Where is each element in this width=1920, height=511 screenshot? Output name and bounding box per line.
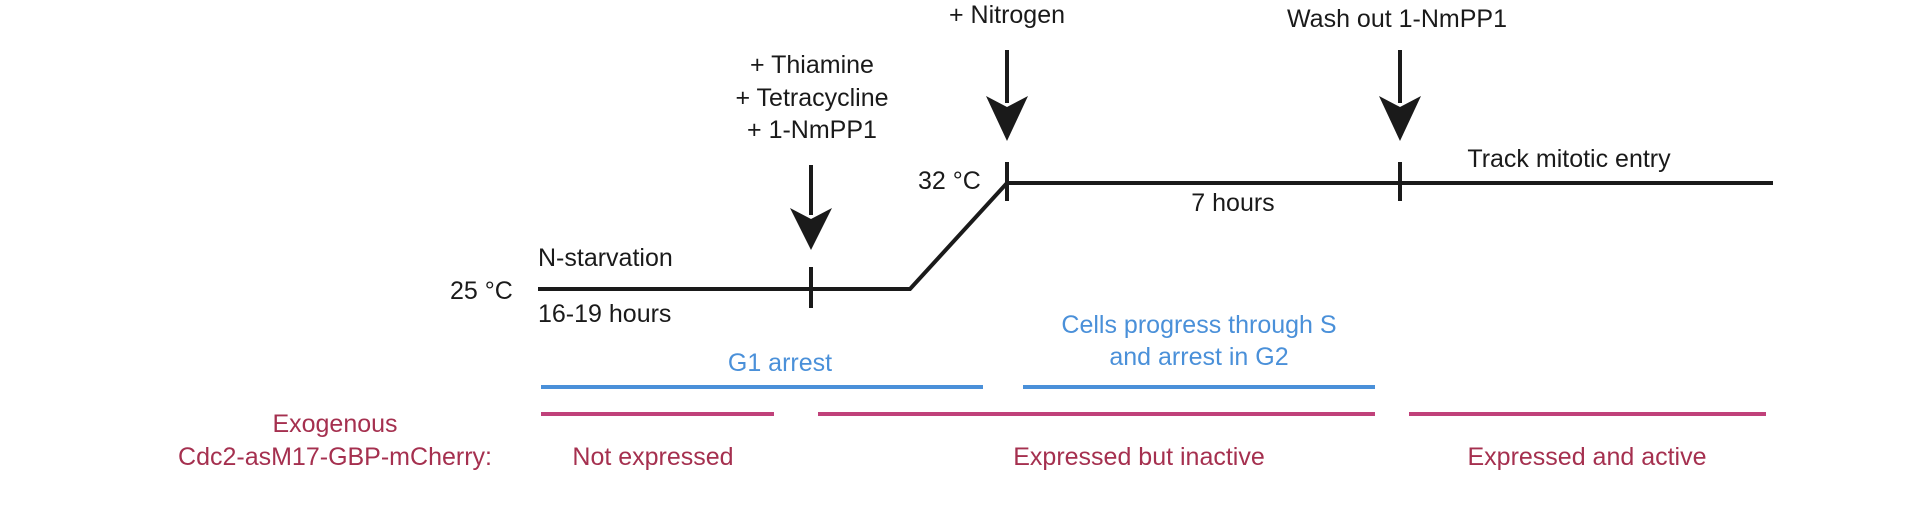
inactive-label: Expressed but inactive bbox=[1013, 443, 1265, 471]
timeline-line bbox=[538, 181, 1773, 291]
s-g2-label-line-2: and arrest in G2 bbox=[1109, 343, 1288, 371]
not-expressed-label: Not expressed bbox=[572, 443, 733, 471]
drug-label-nmpp1: + 1-NmPP1 bbox=[747, 116, 877, 144]
expression-label-line-1: Exogenous bbox=[272, 410, 397, 438]
temp-low-label: 25 °C bbox=[450, 277, 513, 305]
expression-row-label: Exogenous Cdc2-asM17-GBP-mCherry: bbox=[178, 410, 492, 471]
arrow-nitrogen bbox=[986, 50, 1028, 141]
arrow-drugs bbox=[790, 165, 832, 250]
s-g2-label: Cells progress through S and arrest in G… bbox=[1061, 311, 1336, 371]
nitrogen-label: + Nitrogen bbox=[949, 1, 1065, 29]
incubation-duration-label: 7 hours bbox=[1191, 189, 1274, 217]
drug-addition-labels: + Thiamine + Tetracycline + 1-NmPP1 bbox=[735, 51, 888, 144]
arrow-washout bbox=[1379, 50, 1421, 141]
starvation-label: N-starvation bbox=[538, 244, 673, 272]
expression-label-line-2: Cdc2-asM17-GBP-mCherry: bbox=[178, 443, 492, 471]
temperature-timeline bbox=[538, 162, 1773, 308]
drug-label-thiamine: + Thiamine bbox=[750, 51, 874, 79]
temp-high-label: 32 °C bbox=[918, 167, 981, 195]
drug-label-tetracycline: + Tetracycline bbox=[735, 84, 888, 112]
g1-arrest-label: G1 arrest bbox=[728, 349, 832, 377]
active-label: Expressed and active bbox=[1467, 443, 1706, 471]
starvation-duration-label: 16-19 hours bbox=[538, 300, 671, 328]
tracking-label: Track mitotic entry bbox=[1467, 145, 1671, 173]
washout-label: Wash out 1-NmPP1 bbox=[1287, 5, 1507, 33]
s-g2-label-line-1: Cells progress through S bbox=[1061, 311, 1336, 339]
